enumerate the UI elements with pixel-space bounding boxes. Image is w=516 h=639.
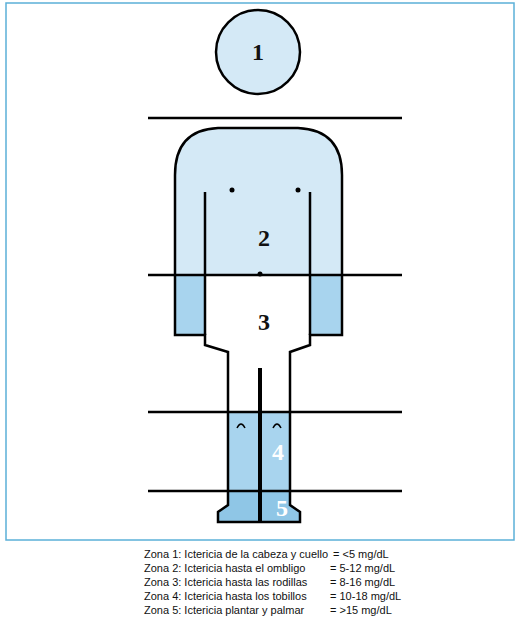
knee-mark: [273, 424, 281, 428]
zone-description: Zona 2: Ictericia hasta el ombligo: [144, 562, 305, 575]
bilirubin-range: = 5-12 mg/dL: [330, 562, 395, 575]
bilirubin-range: = 10-18 mg/dL: [330, 590, 401, 603]
arm-line: [309, 192, 312, 335]
arm-line: [204, 192, 207, 335]
nipple-dot: [296, 188, 301, 193]
head: [216, 10, 300, 94]
leg-split: [258, 368, 262, 522]
bilirubin-range: = <5 mg/dL: [333, 548, 389, 561]
zone-description: Zona 5: Ictericia plantar y palmar: [144, 604, 304, 617]
body-outline: [175, 128, 342, 522]
zone-number: 4: [272, 440, 284, 464]
bilirubin-range: = 8-16 mg/dL: [330, 576, 395, 589]
nipple-dot: [230, 188, 235, 193]
zone-number: 1: [252, 40, 264, 64]
zone-line: [148, 411, 402, 414]
knee-mark: [237, 424, 245, 428]
zone-number: 2: [258, 226, 270, 250]
zone-description: Zona 3: Ictericia hasta las rodillas: [144, 576, 307, 589]
zone-number: 3: [258, 310, 270, 334]
bilirubin-range: = >15 mg/dL: [330, 604, 392, 617]
zone-line: [148, 117, 402, 120]
zone-description: Zona 1: Ictericia de la cabeza y cuello: [144, 548, 328, 561]
zone-number: 5: [276, 496, 288, 520]
body-fill: [150, 118, 370, 526]
frame: [6, 3, 514, 540]
zone-line: [148, 274, 402, 277]
zone-line: [148, 490, 402, 493]
zone-description: Zona 4: Ictericia hasta los tobillos: [144, 590, 307, 603]
